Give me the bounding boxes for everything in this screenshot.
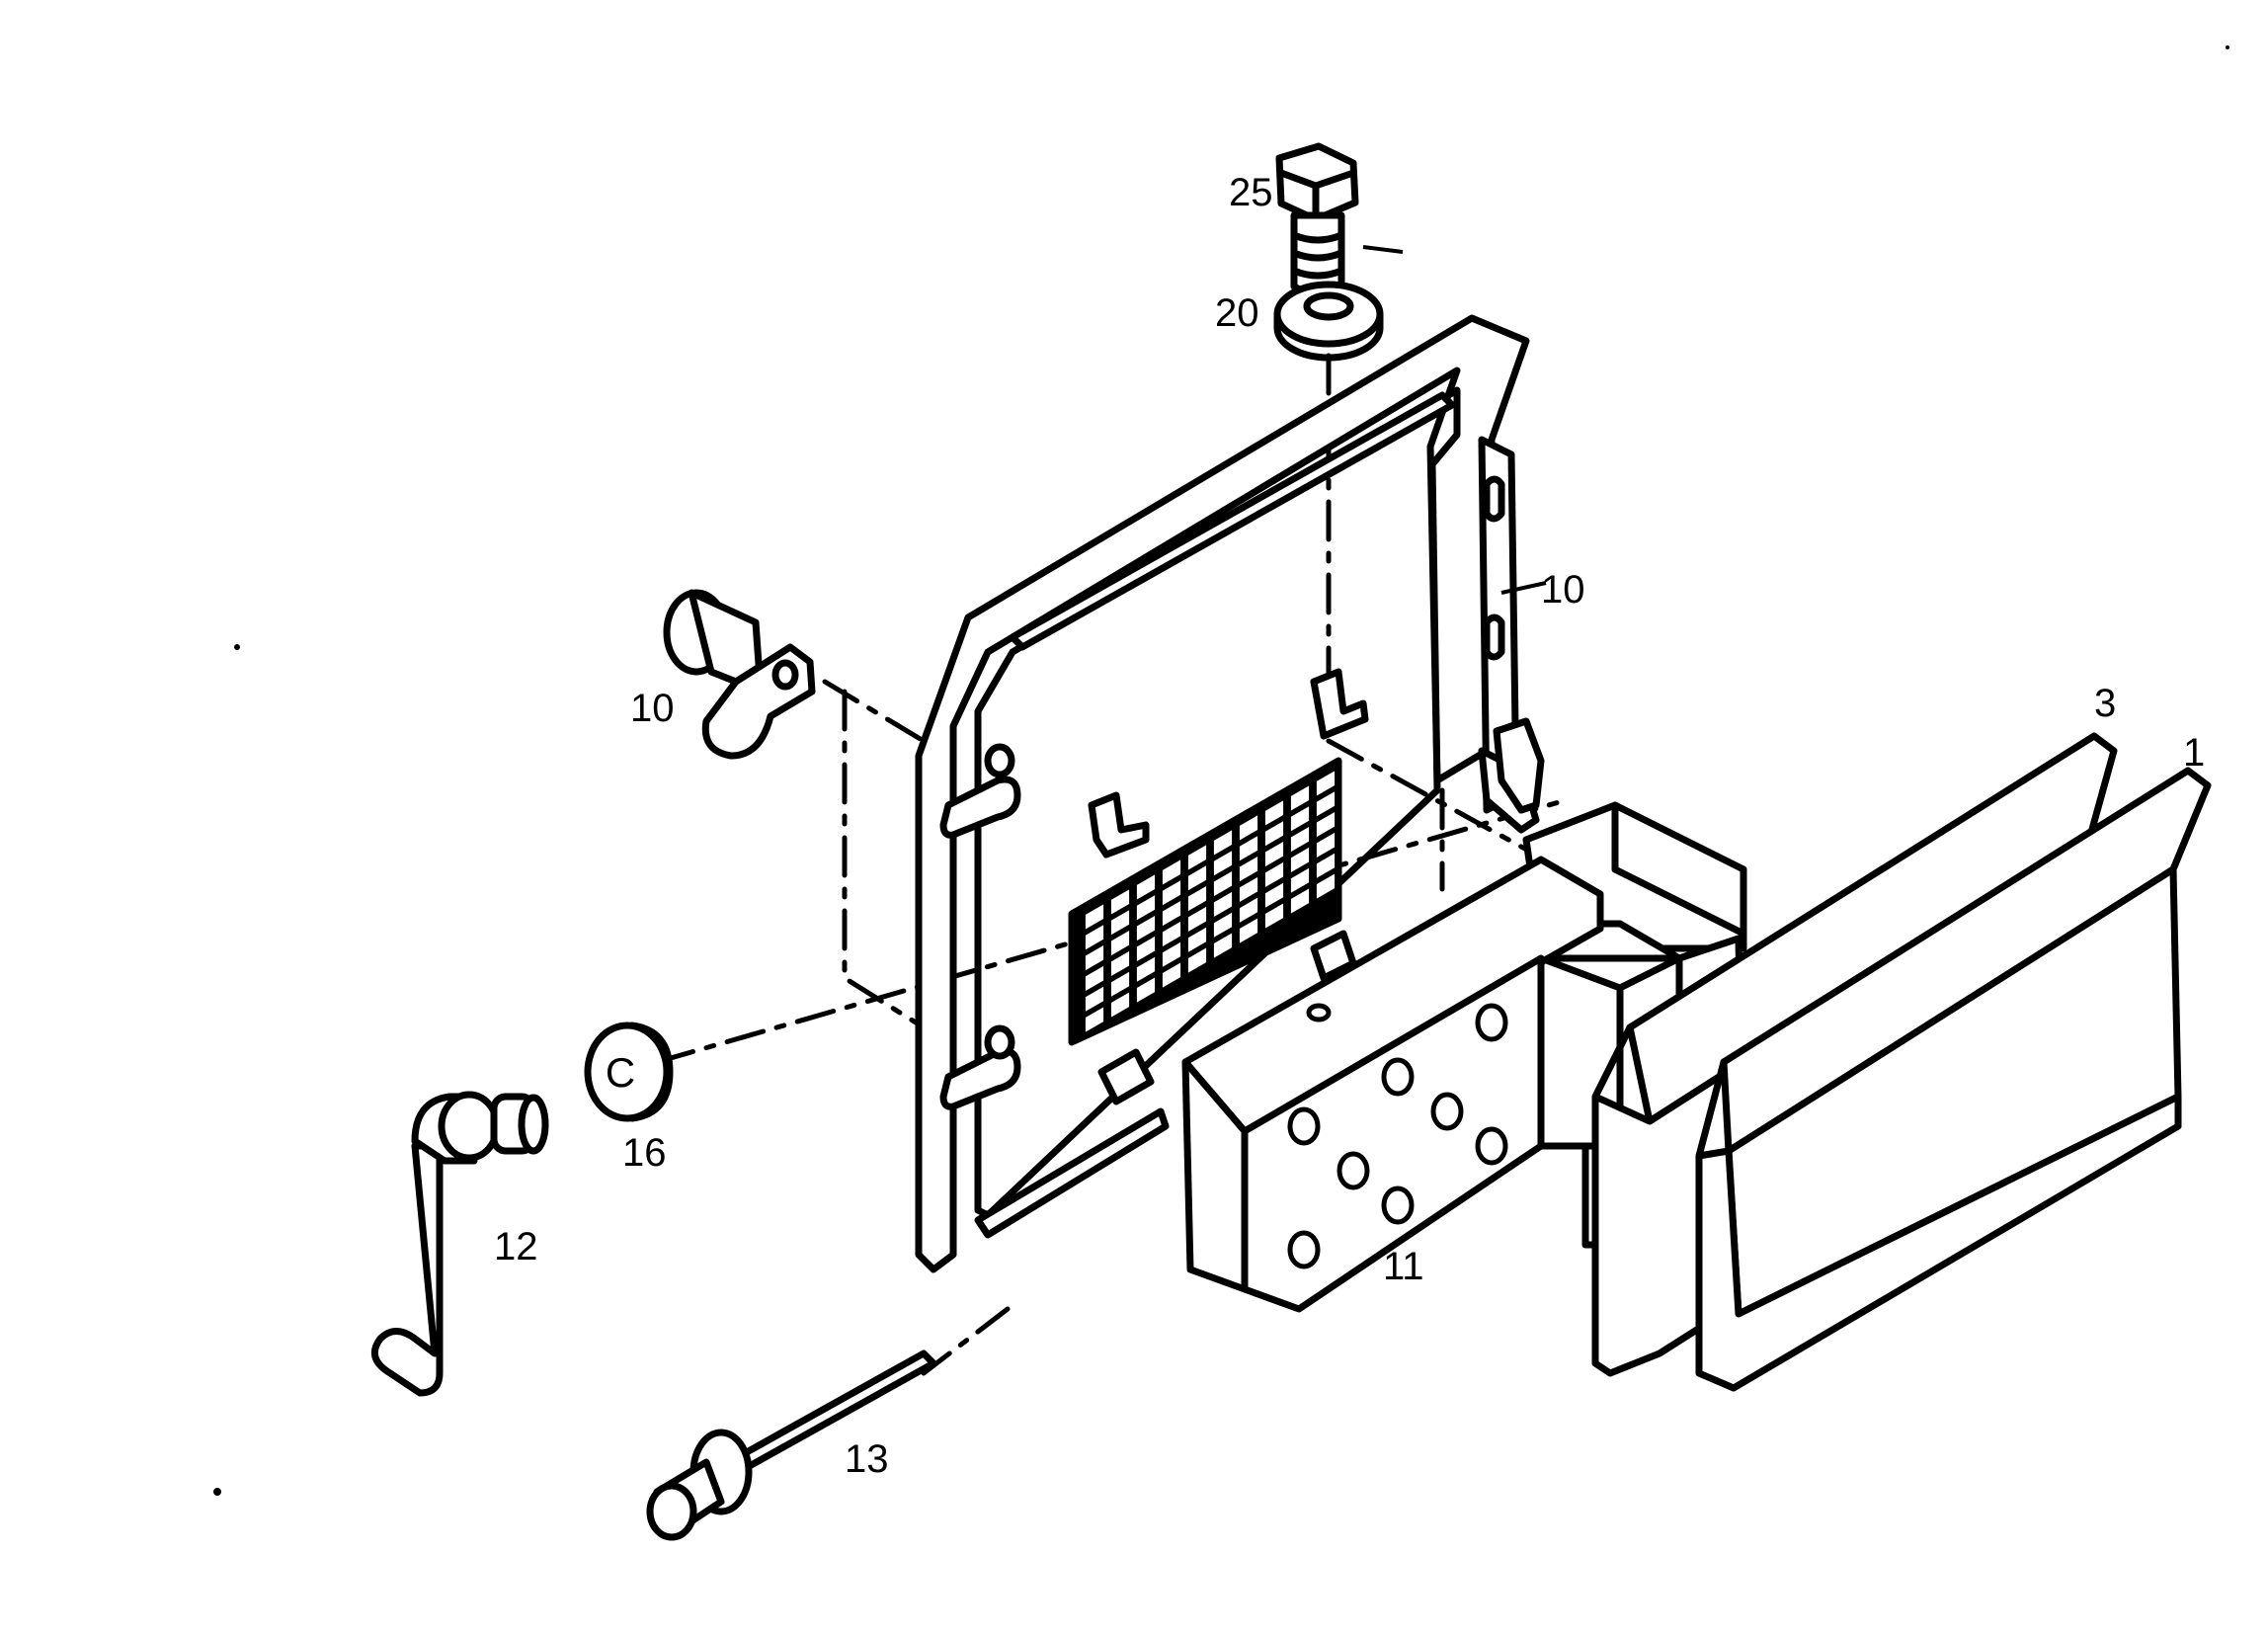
callout-labels: 25 20 10 10 3 1 16 12 11 13 bbox=[494, 171, 2205, 1481]
callout-1: 1 bbox=[2183, 731, 2205, 775]
rivet bbox=[646, 1350, 937, 1541]
scan-specks bbox=[213, 45, 2229, 1496]
spring-clip-left bbox=[663, 589, 816, 760]
cap-letter-icon: C bbox=[606, 1049, 635, 1096]
crank-handle bbox=[370, 1091, 549, 1397]
callout-12: 12 bbox=[494, 1225, 538, 1268]
front-panel bbox=[1695, 767, 2212, 1392]
hex-bolt bbox=[1275, 142, 1359, 297]
callout-13: 13 bbox=[845, 1437, 889, 1481]
washer bbox=[1273, 281, 1384, 362]
spring-clip-right bbox=[1493, 717, 1545, 814]
callout-16: 16 bbox=[622, 1131, 667, 1175]
door-frame bbox=[915, 314, 1540, 1273]
callout-20: 20 bbox=[1215, 291, 1259, 335]
callout-3: 3 bbox=[2094, 682, 2116, 725]
grille-mesh bbox=[1068, 757, 1342, 1046]
cap-plug: C bbox=[584, 1022, 674, 1122]
callout-11: 11 bbox=[1383, 1245, 1424, 1288]
callout-10-right: 10 bbox=[1541, 568, 1585, 612]
callout-10-left: 10 bbox=[630, 687, 675, 730]
leader-lines bbox=[1362, 245, 1547, 595]
callout-25: 25 bbox=[1229, 171, 1273, 214]
